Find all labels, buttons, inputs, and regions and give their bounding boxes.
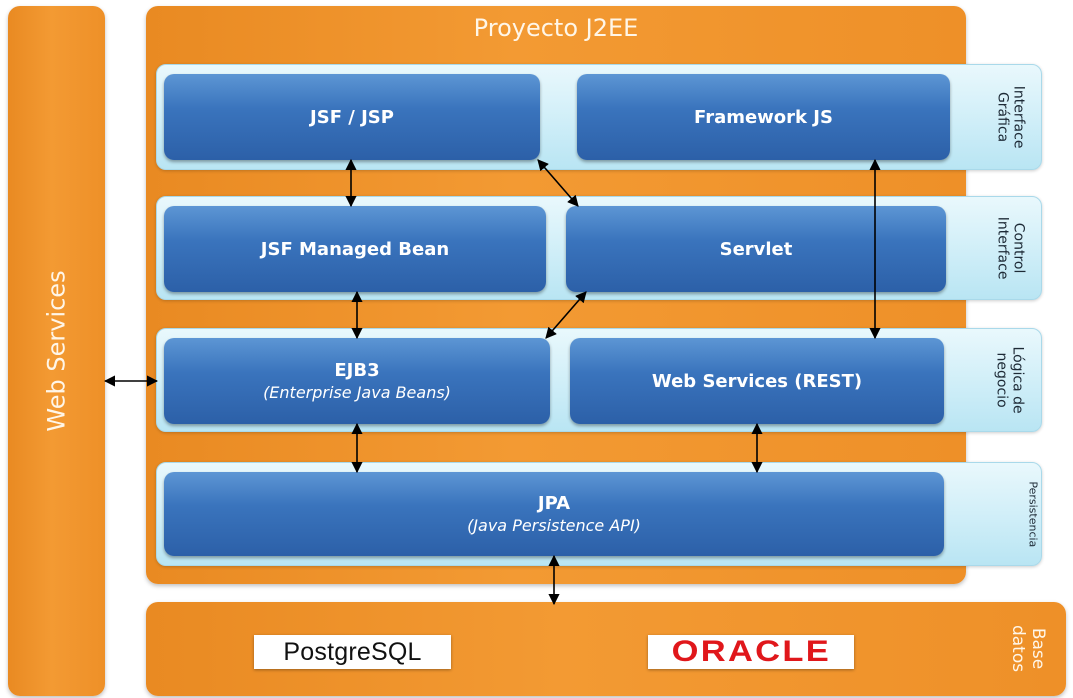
postgresql-logo-text: PostgreSQL [283,637,422,666]
postgresql-logo: PostgreSQL [254,635,451,669]
box-jpa: JPA (Java Persistence API) [164,472,944,556]
box-jsf-jsp: JSF / JSP [164,74,540,160]
box-ejb3-label: EJB3 [334,360,380,381]
oracle-logo-text: ORACLE [671,635,831,668]
double-arrow-icon [537,159,579,207]
box-jpa-label: JPA [537,493,571,514]
box-framework-js-label: Framework JS [694,106,833,128]
box-framework-js: Framework JS [577,74,950,160]
box-jpa-sublabel: (Java Persistence API) [467,516,641,535]
box-jsf-jsp-label: JSF / JSP [310,106,394,128]
oracle-logo: ORACLE [648,635,854,669]
box-ejb3: EJB3 (Enterprise Java Beans) [164,338,550,424]
box-rest-label: Web Services (REST) [651,370,863,392]
box-jsf-managed-bean: JSF Managed Bean [164,206,546,292]
project-title: Proyecto J2EE [473,14,639,42]
box-managed-bean-label: JSF Managed Bean [260,238,450,260]
box-web-services-rest: Web Services (REST) [570,338,944,424]
web-services-column [8,6,105,696]
box-ejb3-sublabel: (Enterprise Java Beans) [263,383,451,402]
box-servlet-label: Servlet [719,238,793,260]
double-arrow-icon [545,291,587,339]
box-servlet: Servlet [566,206,946,292]
